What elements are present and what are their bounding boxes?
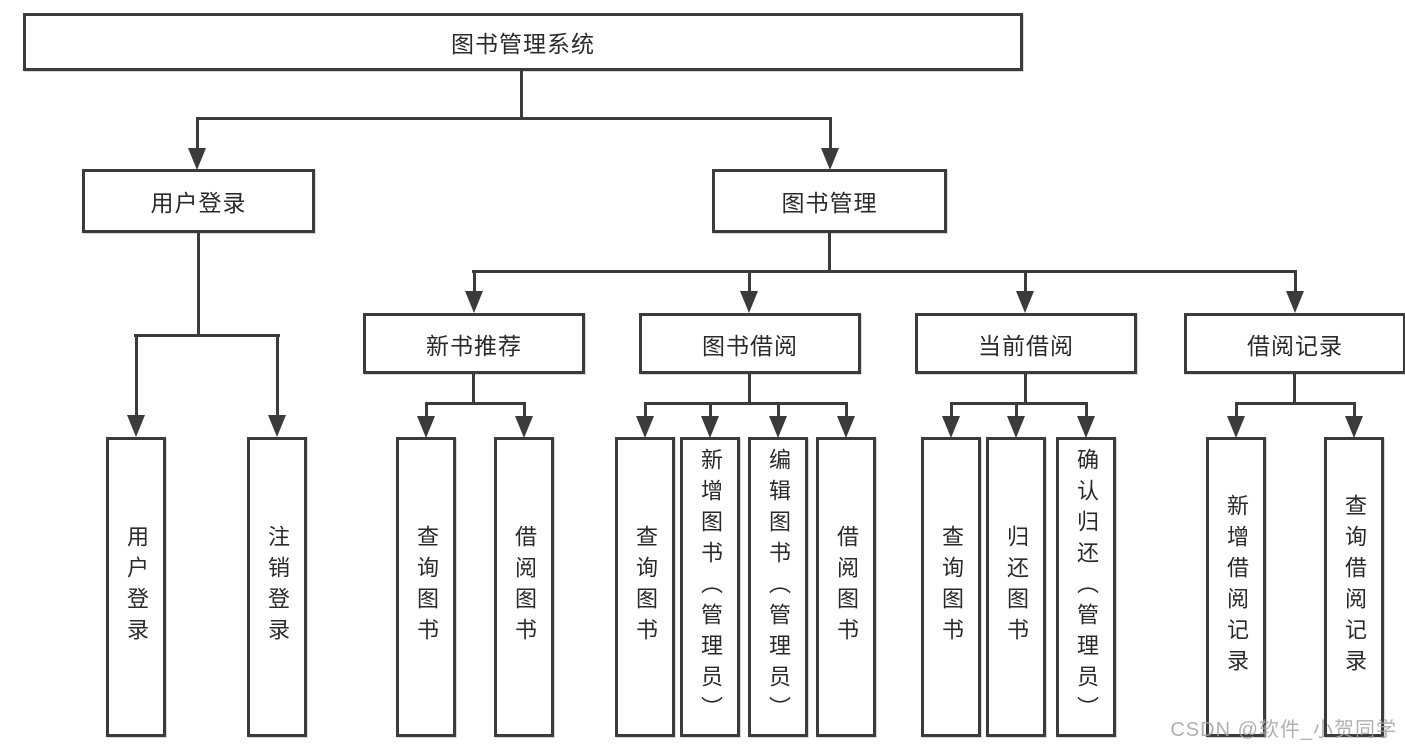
- connector-branch: [196, 117, 832, 120]
- node-label: 借阅记录: [1247, 332, 1343, 359]
- leaf-return-books: 归还图书: [986, 437, 1046, 737]
- leaf-add-borrow-record: 新增借阅记录: [1206, 437, 1266, 737]
- connector-branch: [134, 334, 280, 337]
- node-book-management: 图书管理: [712, 169, 947, 233]
- connector-arrow: [515, 402, 533, 438]
- leaf-confirm-return-admin: 确认归还（管理员）: [1056, 437, 1116, 737]
- connector-arrow: [821, 117, 839, 170]
- connector-stem: [748, 372, 751, 405]
- connector-arrow: [837, 402, 855, 438]
- node-library-management-system: 图书管理系统: [23, 13, 1023, 71]
- node-label: 当前借阅: [978, 332, 1074, 359]
- leaf-label: 编辑图书（管理员）: [766, 447, 791, 727]
- leaf-label: 新增图书（管理员）: [698, 447, 723, 727]
- connector-branch: [950, 402, 1088, 405]
- node-user-login: 用户登录: [82, 169, 315, 233]
- leaf-query-books-recommend: 查询图书: [396, 437, 456, 737]
- connector-arrow: [127, 334, 145, 437]
- connector-arrow: [1227, 402, 1245, 438]
- leaf-label: 借阅图书: [834, 525, 859, 649]
- connector-arrow: [701, 402, 719, 438]
- leaf-label: 用户登录: [124, 525, 149, 649]
- connector-branch: [1235, 402, 1356, 405]
- connector-branch: [425, 402, 526, 405]
- leaf-add-books-admin: 新增图书（管理员）: [680, 437, 740, 737]
- connector-arrow: [1345, 402, 1363, 438]
- leaf-borrow-books-recommend: 借阅图书: [494, 437, 554, 737]
- connector-arrow: [1016, 270, 1034, 313]
- connector-arrow: [465, 270, 483, 313]
- leaf-logout: 注销登录: [247, 437, 307, 737]
- leaf-borrow-books: 借阅图书: [816, 437, 876, 737]
- connector-arrow: [417, 402, 435, 438]
- node-label: 新书推荐: [426, 332, 522, 359]
- node-label: 图书管理: [781, 190, 878, 216]
- connector-arrow: [769, 402, 787, 438]
- connector-arrow: [1286, 270, 1304, 313]
- leaf-label: 查询借阅记录: [1342, 494, 1367, 680]
- node-label: 用户登录: [150, 190, 247, 216]
- connector-stem: [520, 69, 523, 119]
- leaf-label: 查询图书: [939, 525, 964, 649]
- leaf-label: 归还图书: [1004, 525, 1029, 649]
- leaf-label: 查询图书: [633, 525, 658, 649]
- connector-arrow: [1077, 402, 1095, 438]
- node-label: 图书管理系统: [451, 31, 595, 57]
- leaf-label: 注销登录: [265, 525, 290, 649]
- leaf-user-login: 用户登录: [106, 437, 166, 737]
- connector-branch: [644, 402, 848, 405]
- leaf-query-books-current: 查询图书: [921, 437, 981, 737]
- connector-arrow: [268, 334, 286, 437]
- connector-stem: [472, 372, 475, 405]
- connector-stem: [197, 232, 200, 337]
- connector-arrow: [636, 402, 654, 438]
- leaf-label: 新增借阅记录: [1224, 494, 1249, 680]
- leaf-query-books-borrowing: 查询图书: [615, 437, 675, 737]
- node-new-book-recommendation: 新书推荐: [363, 313, 585, 374]
- leaf-label: 借阅图书: [512, 525, 537, 649]
- connector-stem: [1024, 372, 1027, 405]
- csdn-watermark: CSDN @软件_小贺同学: [1170, 719, 1397, 741]
- leaf-label: 查询图书: [414, 525, 439, 649]
- leaf-edit-books-admin: 编辑图书（管理员）: [748, 437, 808, 737]
- node-current-borrowing: 当前借阅: [915, 313, 1137, 374]
- connector-branch: [472, 270, 1297, 273]
- node-book-borrowing: 图书借阅: [639, 313, 861, 374]
- leaf-label: 确认归还（管理员）: [1074, 447, 1099, 727]
- node-borrowing-records: 借阅记录: [1184, 313, 1405, 374]
- connector-stem: [1293, 372, 1296, 405]
- connector-arrow: [1007, 402, 1025, 438]
- connector-arrow: [740, 270, 758, 313]
- connector-arrow: [942, 402, 960, 438]
- connector-stem: [828, 232, 831, 273]
- node-label: 图书借阅: [702, 332, 798, 359]
- leaf-query-borrow-record: 查询借阅记录: [1324, 437, 1384, 737]
- connector-arrow: [188, 117, 206, 170]
